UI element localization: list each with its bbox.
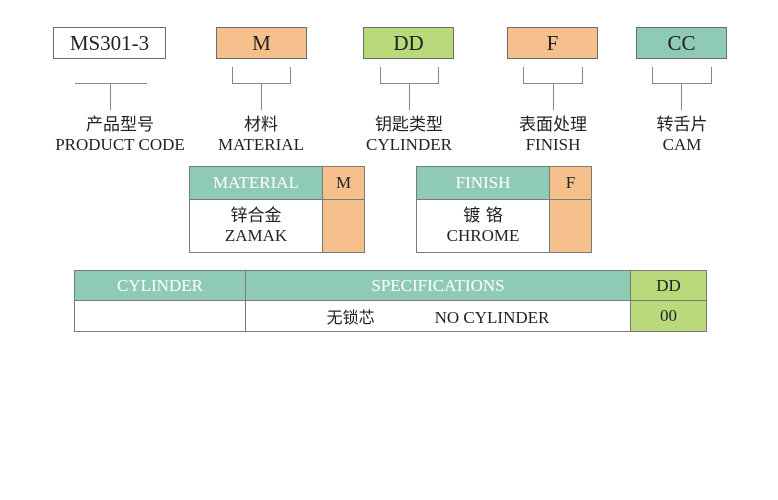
cylinder-code-box: DD bbox=[363, 27, 454, 59]
finish-bracket-right bbox=[582, 67, 583, 83]
finish-code-box: F bbox=[507, 27, 598, 59]
material-bracket-stem bbox=[261, 83, 262, 110]
cylinder-bracket-left bbox=[380, 67, 381, 83]
material-label-cn: 材料 bbox=[244, 115, 278, 135]
cylinder-cell bbox=[74, 300, 246, 332]
specifications-cell: 无锁芯 NO CYLINDER bbox=[245, 300, 631, 332]
cylinder-col-header: CYLINDER bbox=[74, 270, 246, 301]
finish-code-header: F bbox=[549, 166, 592, 200]
cam-label-en: CAM bbox=[662, 135, 702, 154]
material-bracket-right bbox=[290, 67, 291, 83]
cylinder-bracket-stem bbox=[409, 83, 410, 110]
product-code-label: 产品型号 PRODUCT CODE bbox=[40, 115, 200, 155]
material-code-header: M bbox=[322, 166, 365, 200]
cam-label-cn: 转舌片 bbox=[656, 115, 708, 135]
cylinder-label-cn: 钥匙类型 bbox=[375, 115, 443, 135]
specifications-col-header: SPECIFICATIONS bbox=[245, 270, 631, 301]
spec-en: NO CYLINDER bbox=[434, 308, 550, 327]
material-code-box: M bbox=[216, 27, 307, 59]
material-label-en: MATERIAL bbox=[218, 135, 304, 154]
product-code-label-en: PRODUCT CODE bbox=[55, 135, 185, 154]
finish-value-en: CHROME bbox=[446, 226, 520, 245]
spec-cn: 无锁芯 bbox=[326, 308, 375, 327]
material-table: MATERIAL M 锌合金 ZAMAK bbox=[189, 166, 365, 253]
code-cell: 00 bbox=[630, 300, 707, 332]
product-connector bbox=[75, 83, 147, 84]
material-label: 材料 MATERIAL bbox=[201, 115, 321, 155]
finish-table: FINISH F 镀 铬 CHROME bbox=[416, 166, 592, 253]
cam-bracket-right bbox=[711, 67, 712, 83]
code-col-header: DD bbox=[630, 270, 707, 301]
table-row: 无锁芯 NO CYLINDER 00 bbox=[74, 300, 707, 332]
product-connector-stem bbox=[110, 83, 111, 110]
finish-label-en: FINISH bbox=[525, 135, 581, 154]
cylinder-bracket-right bbox=[438, 67, 439, 83]
material-value-cn: 锌合金 bbox=[230, 206, 282, 226]
cam-bracket-bottom bbox=[652, 83, 712, 84]
finish-bracket-stem bbox=[553, 83, 554, 110]
cam-code-box: CC bbox=[636, 27, 727, 59]
finish-header: FINISH bbox=[416, 166, 550, 200]
cam-bracket-left bbox=[652, 67, 653, 83]
cam-label: 转舌片 CAM bbox=[622, 115, 742, 155]
material-value: 锌合金 ZAMAK bbox=[189, 199, 323, 253]
finish-label-cn: 表面处理 bbox=[519, 115, 587, 135]
material-code-cell bbox=[322, 199, 365, 253]
finish-label: 表面处理 FINISH bbox=[493, 115, 613, 155]
cylinder-label-en: CYLINDER bbox=[366, 135, 452, 154]
finish-code-cell bbox=[549, 199, 592, 253]
cam-bracket-stem bbox=[681, 83, 682, 110]
product-code-box: MS301-3 bbox=[53, 27, 166, 59]
finish-bracket-left bbox=[523, 67, 524, 83]
material-value-en: ZAMAK bbox=[224, 226, 288, 245]
cylinder-label: 钥匙类型 CYLINDER bbox=[349, 115, 469, 155]
product-code-label-cn: 产品型号 bbox=[86, 115, 154, 135]
cylinder-table: CYLINDER SPECIFICATIONS DD 无锁芯 NO CYLINDE… bbox=[74, 270, 707, 332]
finish-value: 镀 铬 CHROME bbox=[416, 199, 550, 253]
material-bracket-left bbox=[232, 67, 233, 83]
finish-value-cn: 镀 铬 bbox=[463, 206, 503, 226]
material-header: MATERIAL bbox=[189, 166, 323, 200]
